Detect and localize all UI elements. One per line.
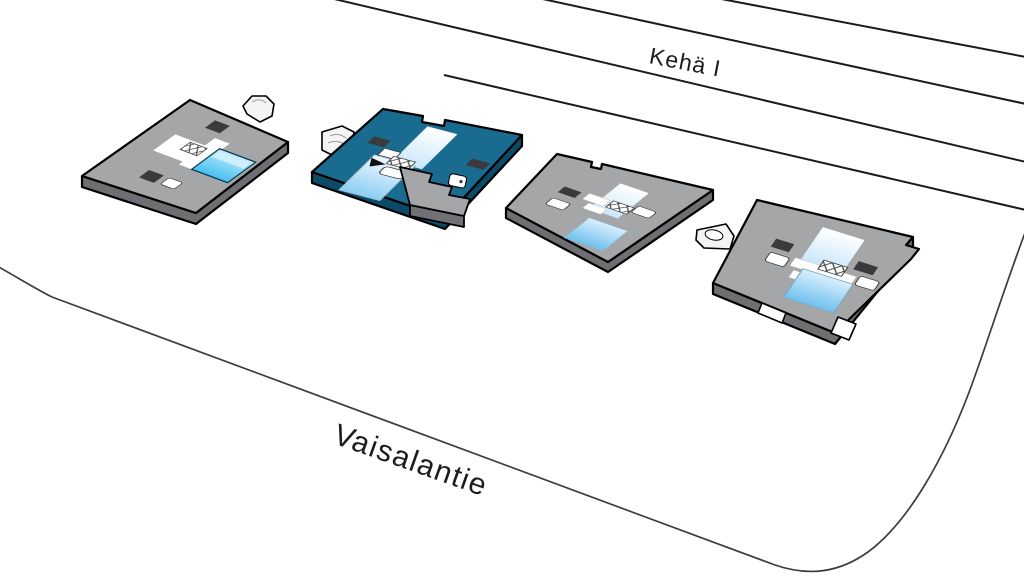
keha-road-line-1 — [721, 0, 1024, 58]
building-3[interactable] — [504, 152, 735, 274]
vaisalantie-road-line — [0, 232, 1024, 573]
building-4-roof-unit-right — [854, 276, 880, 291]
building-2-core-left — [367, 136, 391, 148]
building-2[interactable] — [310, 107, 524, 231]
building-4-roof-unit-left — [764, 252, 790, 267]
building-3-core — [557, 186, 582, 199]
building-2-entrance-arrow-left — [369, 157, 386, 167]
building-2-terrace-door — [448, 173, 468, 189]
building-1-atrium-arm — [178, 138, 230, 171]
building-4-glass-atrium — [782, 268, 854, 314]
building-1-stairs-icon — [179, 141, 208, 157]
building-3-glass-atrium — [563, 217, 629, 252]
building-3-roof-unit-left — [545, 197, 571, 210]
building-3-walkway-lower — [581, 202, 608, 215]
building-1-glass-courtyard — [190, 148, 257, 184]
building-4-atrium — [800, 227, 865, 273]
building-2-core-right — [465, 158, 491, 170]
keha-road-line-2 — [542, 0, 1024, 105]
building-1-detail-arc — [251, 99, 267, 104]
building-2-lower-terrace — [399, 166, 471, 217]
building-1-core-upper — [204, 120, 230, 134]
building-3-annex-roof — [704, 229, 724, 241]
building-1-core-lower — [139, 170, 164, 183]
keha-road-line-3 — [334, 0, 1024, 163]
building-3-stairs-icon — [604, 200, 636, 215]
building-3-roof-unit-right — [631, 206, 657, 219]
building-4-core-left — [770, 238, 795, 253]
building-4[interactable] — [711, 198, 921, 346]
building-1[interactable] — [80, 95, 290, 226]
keha-road-line-4 — [443, 74, 1024, 211]
building-2-terrace-door-knob — [459, 180, 463, 184]
building-4-notch-left — [757, 302, 787, 324]
building-4-notch-right — [830, 316, 857, 341]
building-2-stairs-icon — [385, 155, 417, 170]
building-4-stairs-icon — [817, 259, 849, 277]
building-3-walkway — [582, 193, 611, 207]
building-1-roof-unit — [160, 177, 183, 189]
building-1-glass-wall-top — [211, 150, 252, 169]
vaisalantie-road-label: Vaisalantie — [329, 418, 492, 503]
building-4-core-right — [853, 261, 879, 276]
building-2-atrium — [392, 126, 458, 170]
building-1-rooftop-stair-tower — [242, 95, 275, 123]
